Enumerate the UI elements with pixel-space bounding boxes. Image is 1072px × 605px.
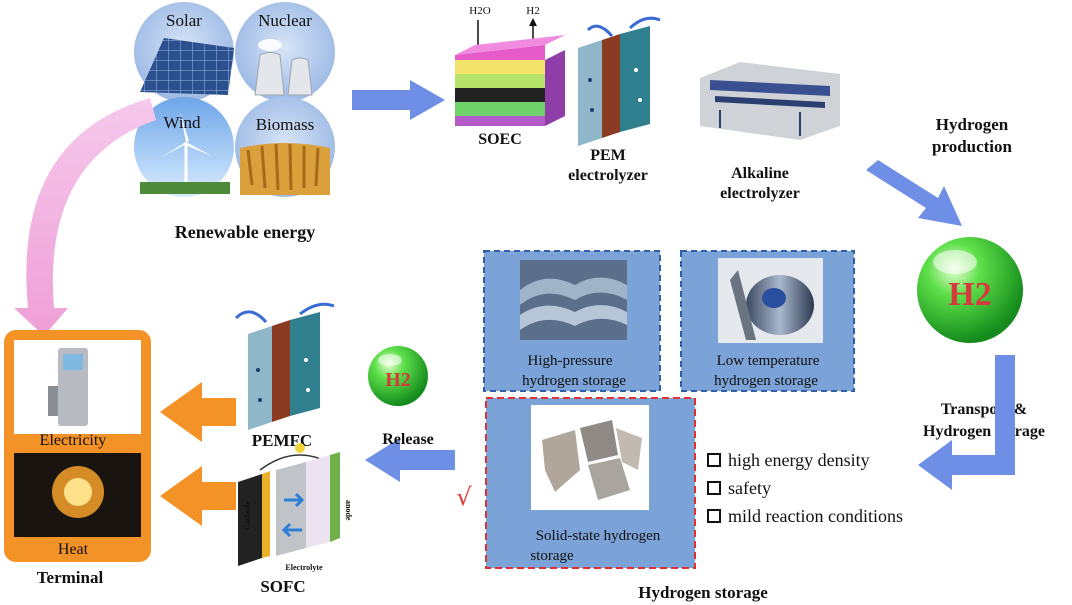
alkaline-label-line2: electrolyzer: [720, 185, 800, 202]
biomass-circle: Biomass: [235, 97, 335, 197]
pem-electrolyzer-device: PEM electrolyzer: [568, 16, 661, 184]
checkbox-icon: [707, 481, 721, 495]
h2-sphere-small: H2: [368, 346, 428, 406]
h2-symbol-small: H2: [385, 369, 411, 391]
renewable-energy-title: Renewable energy: [175, 222, 315, 242]
high-pressure-storage-box: High-pressure hydrogen storage: [483, 250, 661, 392]
electricity-label: Electricity: [40, 432, 107, 449]
feature-list: high energy density safety mild reaction…: [707, 450, 903, 526]
pem-label-line2: electrolyzer: [568, 167, 648, 184]
sofc-label: SOFC: [260, 577, 305, 596]
solar-panel-icon: [140, 38, 234, 95]
arrow-transport-to-storage: [918, 355, 1015, 490]
hydrogen-production-line1: Hydrogen: [936, 115, 1009, 134]
nuclear-plant-icon: [254, 39, 313, 96]
biomass-label: Biomass: [256, 115, 315, 134]
wind-label: Wind: [163, 113, 201, 132]
hp-storage-photo: [520, 260, 627, 340]
pem-label-line1: PEM: [590, 147, 626, 164]
heat-label: Heat: [58, 541, 89, 558]
renewable-energy-group: Solar Nuclear Wind: [134, 2, 335, 242]
ss-storage-line1: Solid-state hydrogen: [536, 528, 661, 544]
arrow-renewable-to-terminal: [14, 98, 156, 336]
feature-item: high energy density: [728, 450, 870, 470]
sofc-device: Cathode anode Electrolyte SOFC: [238, 443, 353, 596]
terminal-title: Terminal: [37, 568, 104, 587]
low-temperature-storage-box: Low temperature hydrogen storage: [680, 250, 855, 392]
solar-circle: Solar: [134, 2, 234, 102]
pemfc-device: PEMFC: [234, 302, 335, 450]
arrow-pemfc-to-terminal: [160, 382, 236, 442]
lt-storage-line1: Low temperature: [717, 353, 820, 369]
alkaline-electrolyzer-device: Alkaline electrolyzer: [700, 62, 840, 202]
soec-device: H2O H2 SOEC: [455, 5, 565, 148]
h2-sphere-large: H2: [917, 237, 1023, 343]
feature-item: safety: [728, 478, 771, 498]
checkbox-icon: [707, 453, 721, 467]
soec-label: SOEC: [478, 131, 522, 148]
cathode-label: Cathode: [243, 501, 252, 530]
wheat-field-icon: [240, 143, 330, 195]
transport-label-line2: Hydrogen storage: [923, 423, 1045, 440]
hydrogen-storage-title: Hydrogen storage: [638, 583, 768, 602]
solar-label: Solar: [166, 11, 202, 30]
ss-storage-line2: storage: [530, 548, 574, 564]
arrow-production-to-h2: [866, 160, 962, 226]
h2-symbol-large: H2: [948, 276, 991, 313]
feature-item: mild reaction conditions: [728, 506, 903, 526]
release-label: Release: [382, 431, 434, 448]
arrow-renewable-to-electrolyzers: [352, 80, 445, 120]
nuclear-label: Nuclear: [258, 11, 312, 30]
check-mark: √: [456, 483, 472, 511]
checkbox-icon: [707, 509, 721, 523]
arrow-storage-to-release: [365, 438, 455, 482]
solid-state-storage-box: Solid-state hydrogen storage: [485, 397, 696, 569]
soec-h2o-label: H2O: [469, 5, 490, 17]
wind-circle: Wind: [134, 97, 234, 197]
lt-storage-line2: hydrogen storage: [714, 373, 818, 389]
hp-storage-line2: hydrogen storage: [522, 373, 626, 389]
electrolyte-label: Electrolyte: [285, 563, 323, 572]
terminal-panel: Electricity Heat: [4, 330, 151, 562]
nuclear-circle: Nuclear: [235, 2, 335, 102]
bulb-icon: [295, 443, 305, 453]
soec-h2-label: H2: [526, 5, 539, 17]
wind-turbine-icon: [140, 112, 230, 194]
hp-storage-line1: High-pressure: [528, 353, 613, 369]
anode-label: anode: [344, 500, 353, 521]
hydrogen-production-line2: production: [932, 137, 1013, 156]
alkaline-label-line1: Alkaline: [731, 165, 789, 182]
arrow-sofc-to-terminal: [160, 466, 236, 526]
